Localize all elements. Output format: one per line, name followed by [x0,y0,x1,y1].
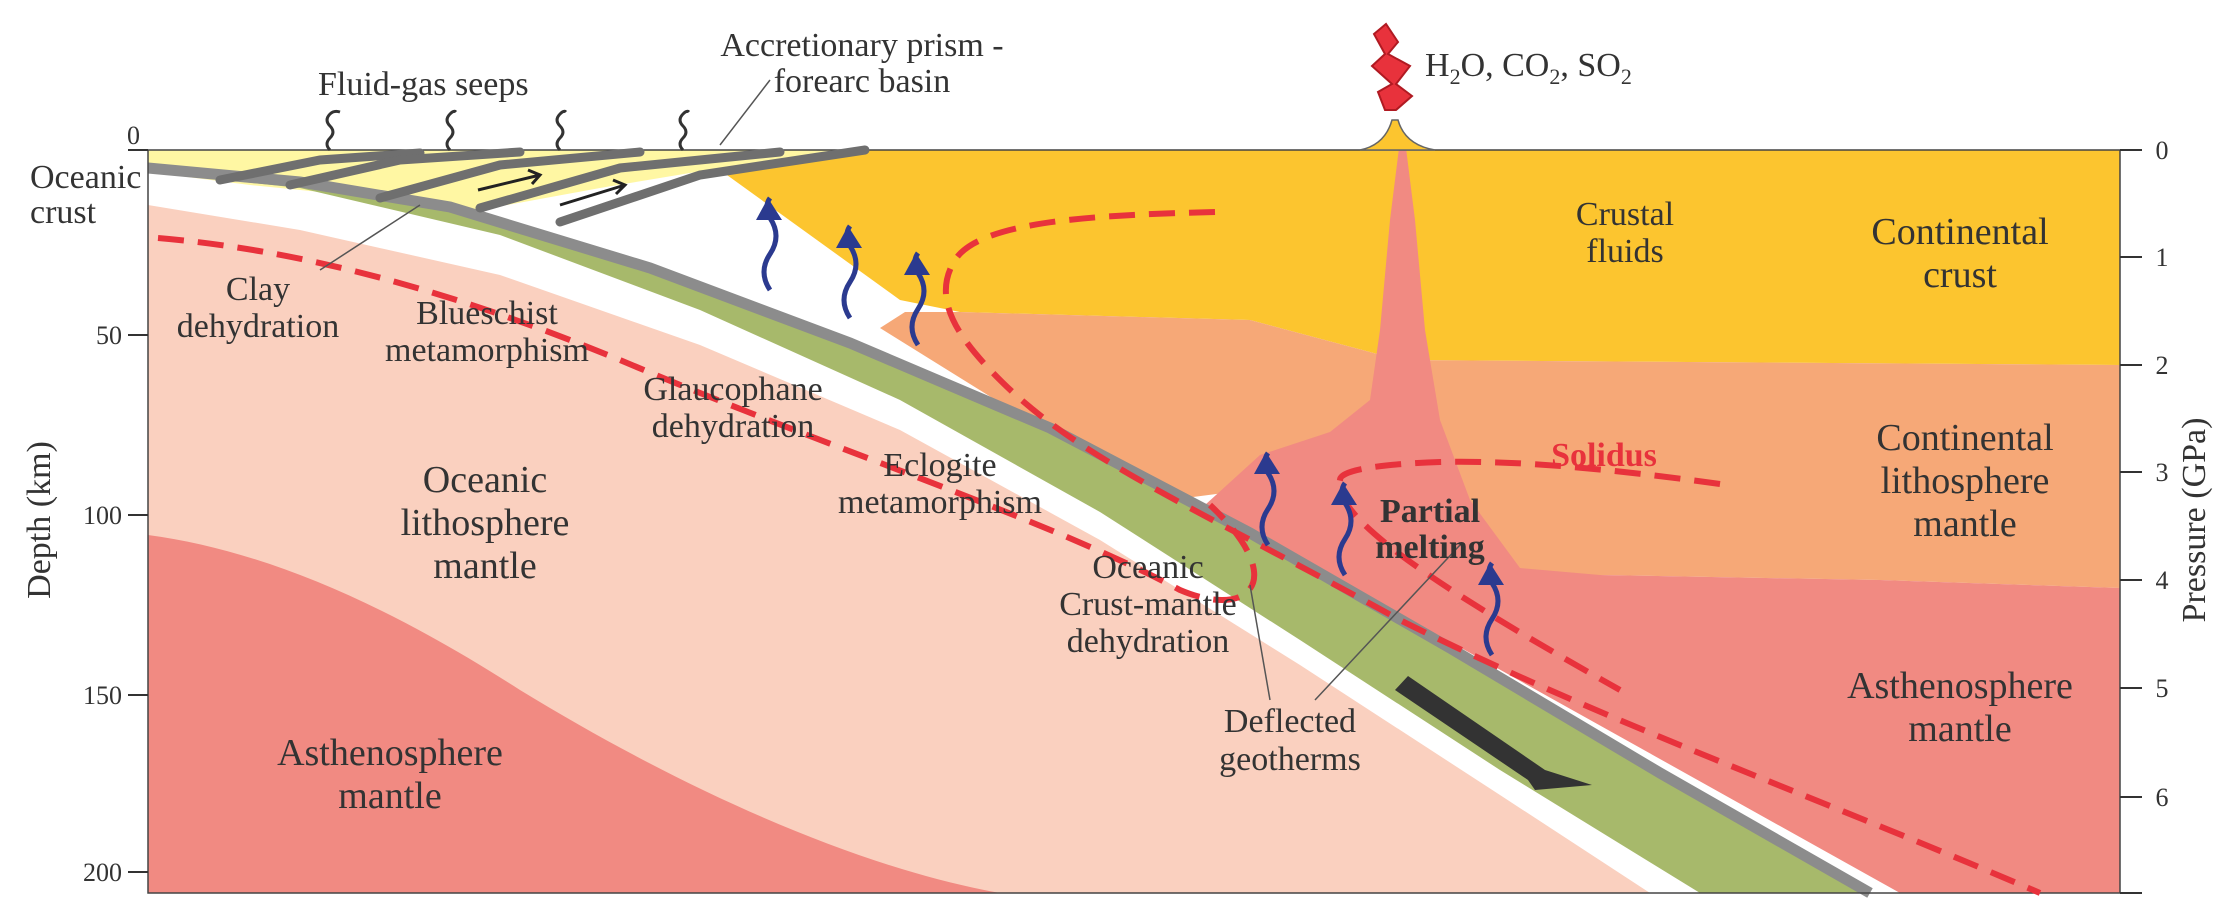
leader-geotherm-2 [1314,544,1461,701]
asthenosphere-left-label: Asthenosphere [277,732,503,774]
left-axis: 0 50 100 150 200 Depth (km) [21,121,148,887]
oceanic-lithosphere-mantle-label: Oceanic [423,459,547,501]
thrust-arrow-2 [559,178,628,207]
continental-crust-layer [720,150,2120,365]
fluid-arrow-icon-5 [1331,481,1357,577]
asthenosphere-right-label: Asthenosphere [1847,665,2073,707]
left-tick-label: 50 [96,321,122,350]
crust-mantle-dehydration-label: dehydration [1067,623,1229,660]
fluid-arrow-icon-3 [904,251,930,347]
partial-melting-label: melting [1375,529,1485,566]
fluid-arrow-icon-2 [836,224,862,320]
crust-mantle-dehydration-label: Crust-mantle [1059,586,1237,623]
thrust-fault-4 [475,147,785,213]
continental-lithosphere-mantle-label: Continental [1876,417,2053,459]
crustal-fluids-label: fluids [1586,233,1663,270]
geotherms [157,209,2042,896]
geotherm-oceanic [157,235,1258,603]
right-axis: 0 1 2 3 4 5 6 Pressure (GPa) [2120,136,2213,894]
thrust-fault-5 [555,145,870,227]
blueschist-label: metamorphism [385,332,589,369]
seep-icon-3 [555,109,568,152]
continental-lithosphere-mantle-label: mantle [1913,503,2016,545]
accretionary-prism-label: forearc basin [774,63,951,100]
thrust-fault-1 [215,148,425,185]
right-tick-label: 5 [2156,674,2169,703]
right-tick-label: 2 [2156,351,2169,380]
fluid-arrows [756,196,1504,657]
labels: Fluid-gas seeps Accretionary prism - for… [30,27,2073,817]
continental-crust-label: Continental [1871,211,2048,253]
seep-icon-1 [325,109,341,152]
geotherm-solidus [1336,458,1721,693]
faults [215,145,870,227]
oceanic-crust-label: Oceanic [30,159,141,196]
asthenosphere-right-label: mantle [1908,708,2011,750]
plot-border [147,149,2121,894]
right-tick-label: 1 [2156,243,2169,272]
left-tick-label: 150 [83,681,122,710]
right-tick-label: 3 [2156,458,2169,487]
partial-melting-label: Partial [1380,493,1480,530]
leader-geotherm-1 [1249,584,1271,701]
leader-clay-dehydration [319,204,421,271]
fluid-gas-seeps [325,109,691,152]
thrust-arrow-1 [477,168,543,192]
asthenosphere-right-layer [1205,128,2120,893]
right-tick-label: 0 [2156,136,2169,165]
left-tick-label: 0 [127,121,140,150]
fluid-gas-seeps-label: Fluid-gas seeps [318,66,529,103]
seep-icon-4 [678,109,691,152]
leader-lines [319,79,1461,701]
eclogite-label: metamorphism [838,484,1042,521]
continental-crust-label: crust [1923,254,1997,296]
seep-icon-2 [445,109,458,152]
accretionary-prism-label: Accretionary prism - [720,27,1003,64]
clay-dehydration-label: dehydration [177,308,339,345]
oceanic-lithosphere-mantle-label: lithosphere [401,502,570,544]
left-tick-label: 100 [83,501,122,530]
slab-top-line [147,162,1873,898]
blueschist-label: Blueschist [416,295,558,332]
left-tick-label: 200 [83,858,122,887]
glaucophane-label: Glaucophane [643,371,822,408]
oceanic-lithosphere-mantle-label: mantle [433,545,536,587]
right-tick-label: 6 [2156,783,2169,812]
fluid-arrow-icon-6 [1478,561,1504,657]
solidus-label: Solidus [1551,437,1657,474]
volcano [1359,22,1436,151]
thrust-fault-2 [285,147,525,190]
deflected-geotherms-label: Deflected [1224,703,1356,740]
subduction-direction-arrow [1395,676,1592,790]
continental-lithosphere-mantle-label: lithosphere [1881,460,2050,502]
eclogite-label: Eclogite [883,447,996,484]
right-axis-title: Pressure (GPa) [2176,418,2213,623]
glaucophane-label: dehydration [652,408,814,445]
crust-mantle-dehydration-label: Oceanic [1092,549,1203,586]
fluid-arrow-icon-4 [1254,451,1280,547]
deflected-geotherms-label: geotherms [1219,741,1361,778]
asthenosphere-left-layer [148,535,1000,893]
oceanic-crust-label: crust [30,194,97,231]
fluid-arrow-icon-1 [756,196,782,292]
volcanic-gases-label: H2O, CO2, SO2 [1425,47,1632,89]
right-tick-label: 4 [2156,566,2169,595]
thrust-fault-3 [375,147,645,203]
asthenosphere-left-label: mantle [338,775,441,817]
clay-dehydration-label: Clay [226,271,290,308]
left-axis-title: Depth (km) [21,441,58,599]
geotherm-continental [942,209,2042,896]
volcano-cone [1359,119,1436,151]
continental-lithosphere-mantle-layer [880,312,2120,588]
volcanic-gas-plume [1370,22,1414,111]
leader-accretionary [719,79,771,146]
crustal-fluids-label: Crustal [1576,196,1674,233]
